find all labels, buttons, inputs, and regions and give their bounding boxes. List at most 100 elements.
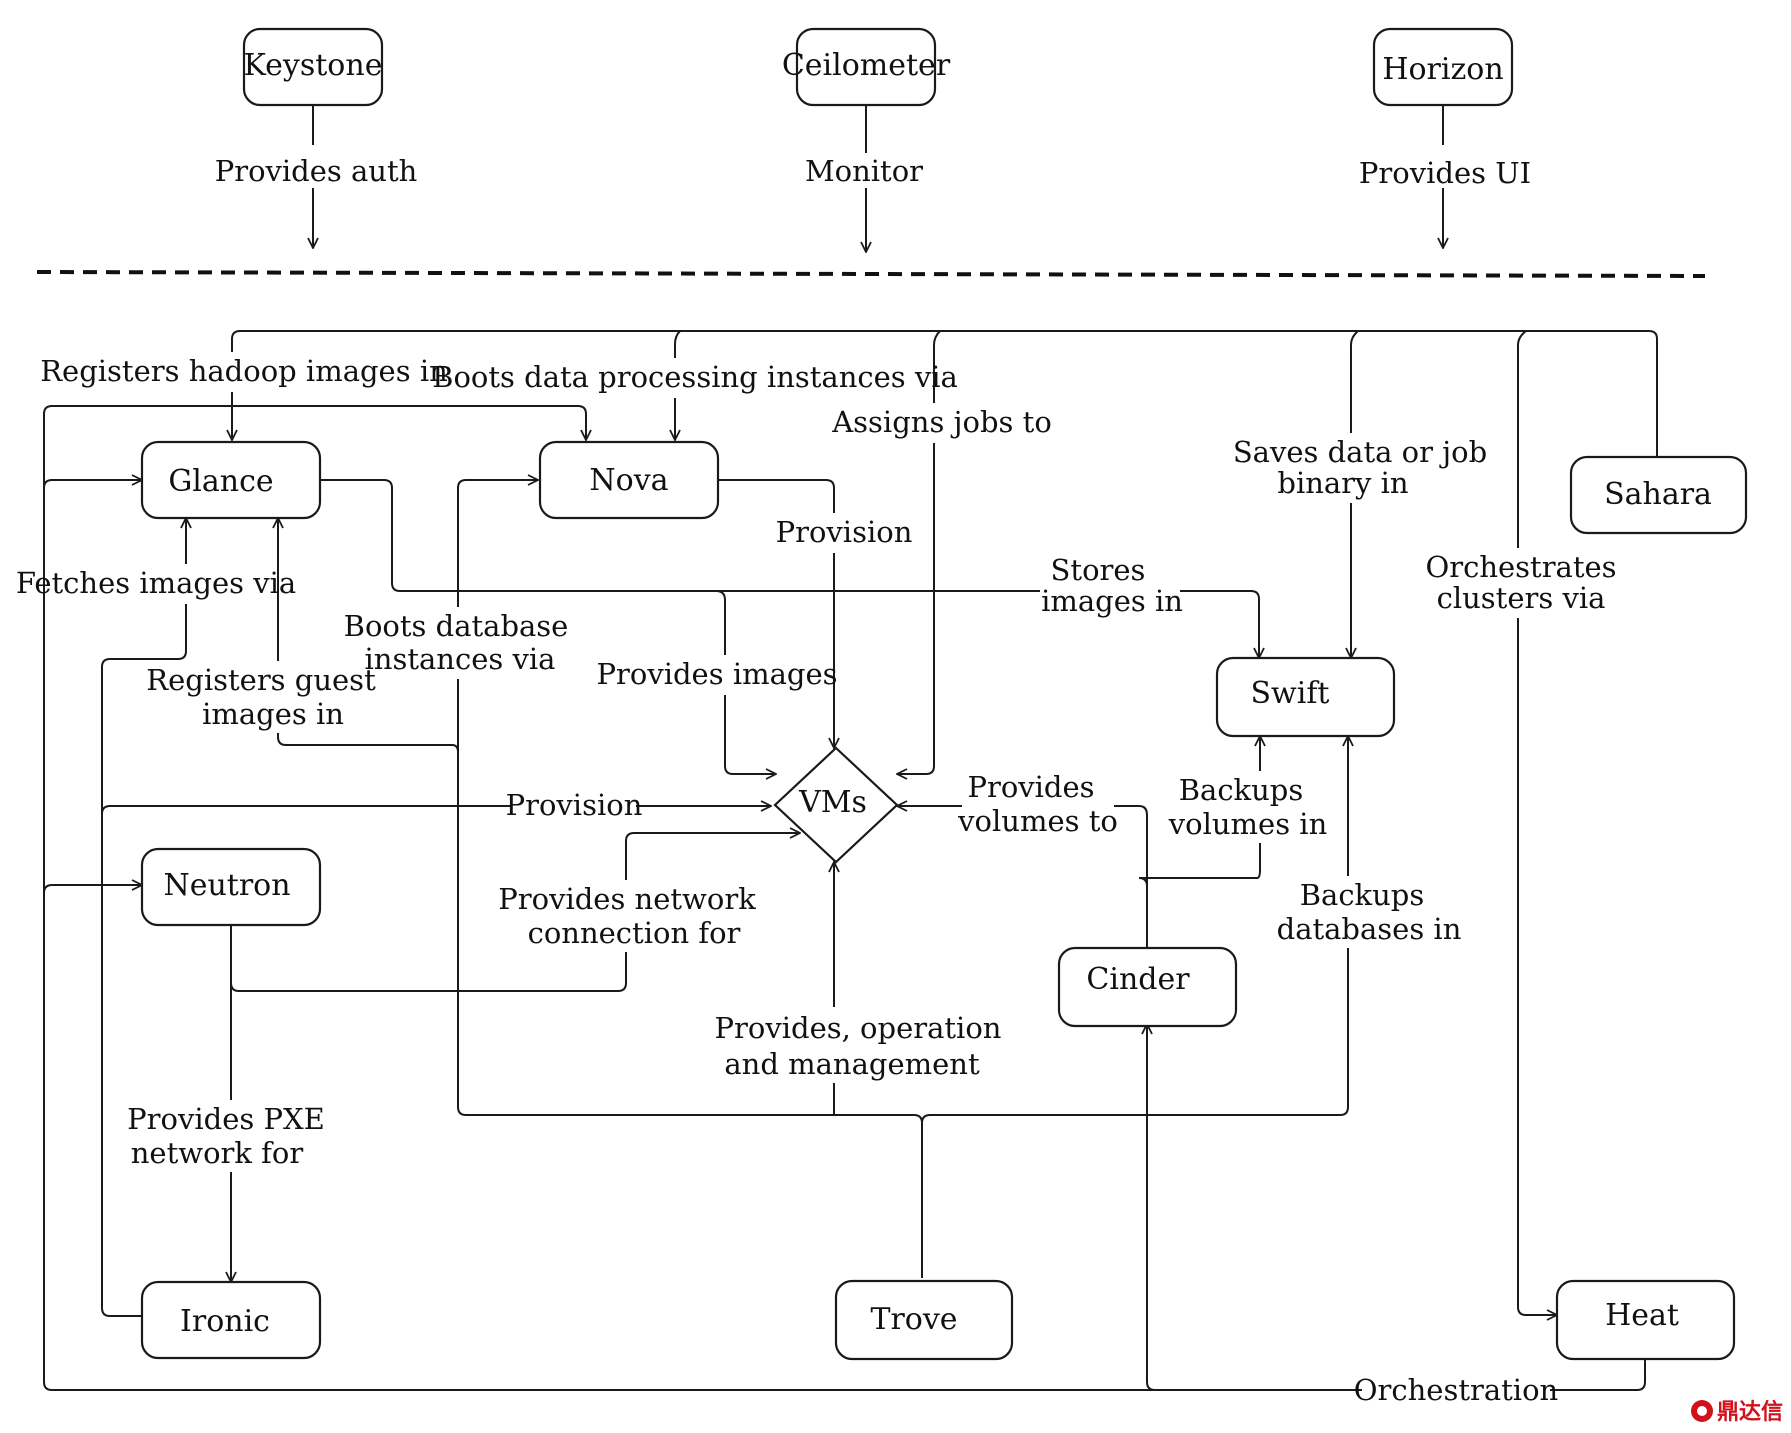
svg-text:Provides network: Provides network (498, 882, 756, 916)
ironic-node: Ironic (140, 1280, 322, 1360)
svg-text:Registers guest: Registers guest (146, 663, 376, 697)
svg-text:Orchestrates: Orchestrates (1425, 550, 1616, 584)
ceilometer-node: Ceilometer (782, 27, 951, 107)
label-provides-volumes: Provides volumes to (957, 768, 1118, 840)
svg-text:and management: and management (724, 1047, 980, 1081)
label-provides-network: Provides network connection for (498, 880, 756, 952)
label-boots-data-processing: Boots data processing instances via (432, 358, 958, 398)
ceilometer-label: Ceilometer (782, 48, 951, 83)
horizon-label: Horizon (1382, 52, 1503, 87)
edge-ironic-fetches-glance (101, 518, 186, 1317)
neutron-node: Neutron (140, 847, 322, 927)
edge-ironic-provision-vms (101, 806, 771, 815)
vms-label: VMs (798, 785, 867, 820)
heat-node: Heat (1555, 1279, 1736, 1361)
svg-text:connection for: connection for (528, 916, 741, 950)
svg-text:Provides images: Provides images (597, 657, 838, 691)
label-assigns-jobs: Assigns jobs to (831, 403, 1052, 443)
swift-label: Swift (1251, 676, 1330, 711)
svg-text:Provision: Provision (506, 788, 643, 822)
trove-label: Trove (870, 1302, 957, 1337)
svg-text:clusters via: clusters via (1437, 581, 1606, 615)
edge-sahara-to-heat (1517, 330, 1557, 1315)
edge-heat-to-glance (43, 480, 142, 489)
label-saves-data: Saves data or job binary in (1233, 433, 1487, 503)
svg-text:Provides PXE: Provides PXE (127, 1102, 325, 1136)
provides-auth-label: Provides auth (215, 154, 418, 188)
cinder-label: Cinder (1086, 962, 1190, 997)
svg-text:Provides auth: Provides auth (215, 154, 418, 188)
svg-text:databases in: databases in (1277, 912, 1462, 946)
svg-text:Boots database: Boots database (344, 609, 569, 643)
edge-sahara-to-glance (232, 330, 1658, 457)
keystone-node: Keystone (242, 27, 384, 107)
sahara-node: Sahara (1569, 455, 1748, 535)
swift-node: Swift (1215, 656, 1396, 738)
vms-node: VMs (773, 746, 899, 864)
svg-text:Backups: Backups (1179, 773, 1304, 807)
label-backups-databases: Backups databases in (1277, 876, 1462, 948)
heat-label: Heat (1605, 1298, 1679, 1333)
svg-text:volumes to: volumes to (957, 804, 1118, 838)
sahara-label: Sahara (1604, 477, 1712, 512)
edge-glance-stores-swift (320, 479, 1259, 658)
keystone-label: Keystone (244, 48, 383, 83)
svg-text:Assigns jobs to: Assigns jobs to (831, 405, 1052, 439)
horizon-node: Horizon (1372, 27, 1514, 107)
svg-text:Provides UI: Provides UI (1359, 156, 1531, 190)
edge-sahara-to-nova (675, 330, 680, 440)
nova-node: Nova (538, 440, 720, 520)
edge-trove-to-nova (457, 480, 923, 1278)
edge-heat-to-neutron (43, 885, 142, 894)
svg-text:Orchestration: Orchestration (1354, 1373, 1558, 1407)
label-registers-hadoop: Registers hadoop images in (40, 352, 448, 392)
edge-trove-registers-join (451, 744, 459, 753)
edge-heat-to-nova (43, 405, 1646, 1391)
neutron-label: Neutron (163, 868, 290, 903)
label-provides-pxe: Provides PXE network for (127, 1100, 325, 1172)
svg-text:Provides: Provides (967, 770, 1094, 804)
provides-ui-label: Provides UI (1359, 156, 1531, 190)
label-orchestration: Orchestration (1354, 1372, 1558, 1408)
svg-text:Fetches images via: Fetches images via (16, 566, 296, 600)
label-provides-operation: Provides, operation and management (715, 1007, 1002, 1083)
edge-cinder-volumes-vms (897, 806, 1148, 947)
svg-text:Stores: Stores (1051, 553, 1146, 587)
edge-sahara-to-swift (1351, 330, 1359, 658)
edge-sahara-assigns-jobs (897, 330, 941, 774)
monitor-label: Monitor (805, 154, 923, 188)
edge-trove-backups-swift (921, 736, 1348, 1124)
trove-node: Trove (834, 1279, 1014, 1361)
glance-node: Glance (140, 440, 322, 520)
edge-heat-to-cinder (1147, 1024, 1156, 1391)
svg-text:volumes in: volumes in (1168, 807, 1328, 841)
ironic-label: Ironic (180, 1304, 270, 1339)
svg-text:Provides, operation: Provides, operation (715, 1011, 1002, 1045)
svg-text:binary in: binary in (1277, 466, 1408, 500)
label-backups-volumes: Backups volumes in (1168, 771, 1334, 843)
nova-label: Nova (589, 463, 668, 498)
svg-text:Provision: Provision (776, 515, 913, 549)
svg-text:Monitor: Monitor (805, 154, 923, 188)
glance-label: Glance (168, 464, 273, 499)
edge-glance-provides-images (715, 590, 776, 774)
label-provides-images: Provides images (597, 655, 838, 695)
label-boots-database: Boots database instances via (344, 607, 569, 679)
label-orchestrates-clusters: Orchestrates clusters via (1425, 548, 1617, 618)
label-provision-ironic: Provision (506, 786, 643, 826)
svg-text:Registers hadoop images in: Registers hadoop images in (40, 354, 448, 388)
label-fetches-images: Fetches images via (16, 564, 296, 604)
svg-text:Boots data processing instance: Boots data processing instances via (432, 360, 958, 394)
svg-text:network for: network for (131, 1136, 304, 1170)
svg-text:Backups: Backups (1300, 878, 1425, 912)
label-provision-nova: Provision (776, 513, 913, 553)
svg-text:images in: images in (1041, 584, 1183, 618)
svg-text:Saves data or job: Saves data or job (1233, 435, 1487, 469)
svg-text:images in: images in (202, 697, 344, 731)
svg-text:鼎达信: 鼎达信 (1717, 1399, 1783, 1425)
cinder-node: Cinder (1057, 946, 1238, 1028)
svg-text:instances via: instances via (365, 642, 556, 676)
label-registers-guest: Registers guest images in (146, 661, 376, 733)
edge-neutron-network-vms (230, 833, 800, 992)
